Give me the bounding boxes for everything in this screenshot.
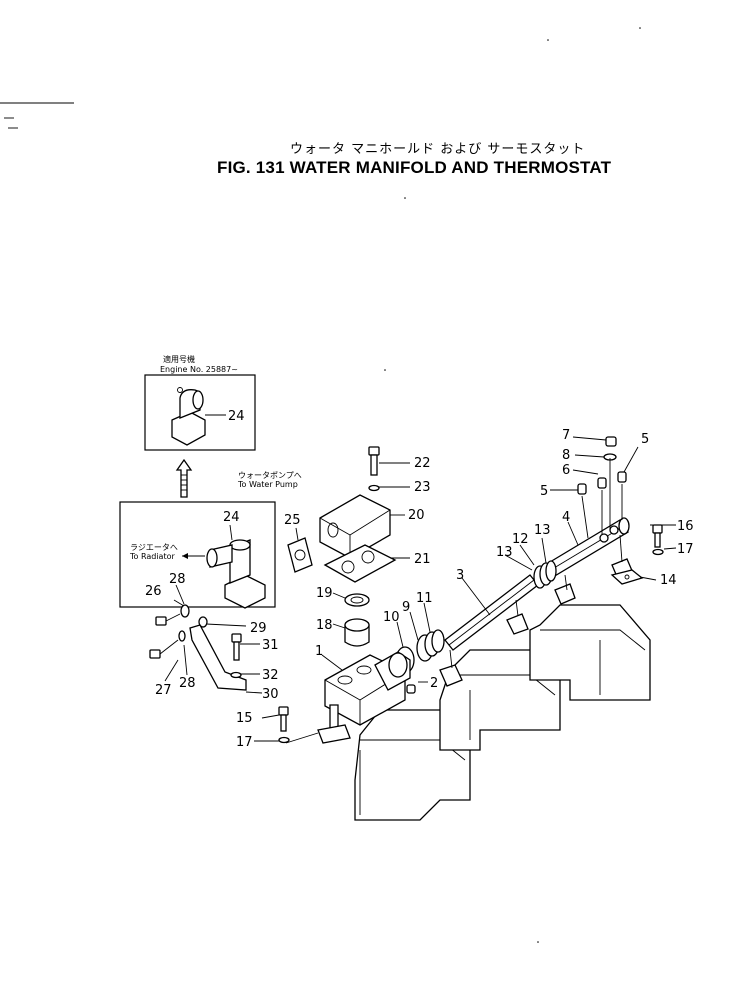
callout-labels: 1 2 3 4 5 5 6 7 8 9 10 11 12 13 13 14 15… xyxy=(145,409,694,750)
inset-radiator-outlet: ラジエータへ To Radiator xyxy=(119,501,276,609)
callout-1: 1 xyxy=(315,644,323,659)
note-to-water-pump: To Water Pump xyxy=(237,480,298,489)
callout-22: 22 xyxy=(414,456,431,471)
plugs-and-washers xyxy=(577,436,627,543)
callout-13a: 13 xyxy=(496,545,513,560)
callout-3: 3 xyxy=(456,568,464,583)
bracket-30 xyxy=(189,624,247,691)
callout-5a: 5 xyxy=(540,484,548,499)
water-manifold-pipes xyxy=(395,517,644,687)
callout-5b: 5 xyxy=(641,432,649,447)
bolt-15 xyxy=(278,706,290,744)
callout-leaders xyxy=(164,414,677,744)
scan-artifacts xyxy=(0,27,641,943)
inset-engine-number: 適用号機 Engine No. 25887~ xyxy=(144,354,256,451)
callout-28b: 28 xyxy=(179,676,196,691)
callout-10: 10 xyxy=(383,610,400,625)
callout-20: 20 xyxy=(408,508,425,523)
callout-18: 18 xyxy=(316,618,333,633)
note-to-radiator: To Radiator xyxy=(129,552,175,561)
callout-15: 15 xyxy=(236,711,253,726)
figure-title: FIG. 131 WATER MANIFOLD AND THERMOSTAT xyxy=(217,158,612,177)
callout-2: 2 xyxy=(430,676,438,691)
thermostat-and-seal xyxy=(344,593,370,647)
note-to-radiator-jp: ラジエータへ xyxy=(130,543,178,552)
callout-14: 14 xyxy=(660,573,677,588)
callout-26: 26 xyxy=(145,584,162,599)
thermostat-housing xyxy=(317,651,416,744)
callout-24a: 24 xyxy=(228,409,245,424)
callout-27: 27 xyxy=(155,683,172,698)
bolts-26-27 xyxy=(149,604,208,659)
callout-29: 29 xyxy=(250,621,267,636)
callout-17b: 17 xyxy=(236,735,253,750)
callout-31: 31 xyxy=(262,638,279,653)
note-to-water-pump-jp: ウォータポンプへ xyxy=(238,471,302,480)
gasket-25 xyxy=(287,537,313,573)
callout-25: 25 xyxy=(284,513,301,528)
upward-arrow xyxy=(175,458,193,498)
callout-24b: 24 xyxy=(223,510,240,525)
callout-32: 32 xyxy=(262,668,279,683)
callout-21: 21 xyxy=(414,552,431,567)
callout-8: 8 xyxy=(562,448,570,463)
callout-12: 12 xyxy=(512,532,529,547)
thermostat-cover xyxy=(319,446,397,583)
callout-11: 11 xyxy=(416,591,433,606)
callout-17a: 17 xyxy=(677,542,694,557)
callout-16: 16 xyxy=(677,519,694,534)
note-engine-number: Engine No. 25887~ xyxy=(160,365,238,374)
callout-7: 7 xyxy=(562,428,570,443)
callout-23: 23 xyxy=(414,480,431,495)
water-pump-note: ウォータポンプへ To Water Pump xyxy=(237,471,302,489)
callout-13b: 13 xyxy=(534,523,551,538)
figure-title-japanese: ウォータ マニホールド および サーモスタット xyxy=(290,142,586,157)
callout-4: 4 xyxy=(562,510,570,525)
callout-28a: 28 xyxy=(169,572,186,587)
engine-cylinder-heads xyxy=(354,604,651,821)
callout-30: 30 xyxy=(262,687,279,702)
callout-19: 19 xyxy=(316,586,333,601)
bolt-16 xyxy=(652,524,664,556)
callout-6: 6 xyxy=(562,463,570,478)
callout-9: 9 xyxy=(402,600,410,615)
note-applicable-jp: 適用号機 xyxy=(163,354,195,364)
